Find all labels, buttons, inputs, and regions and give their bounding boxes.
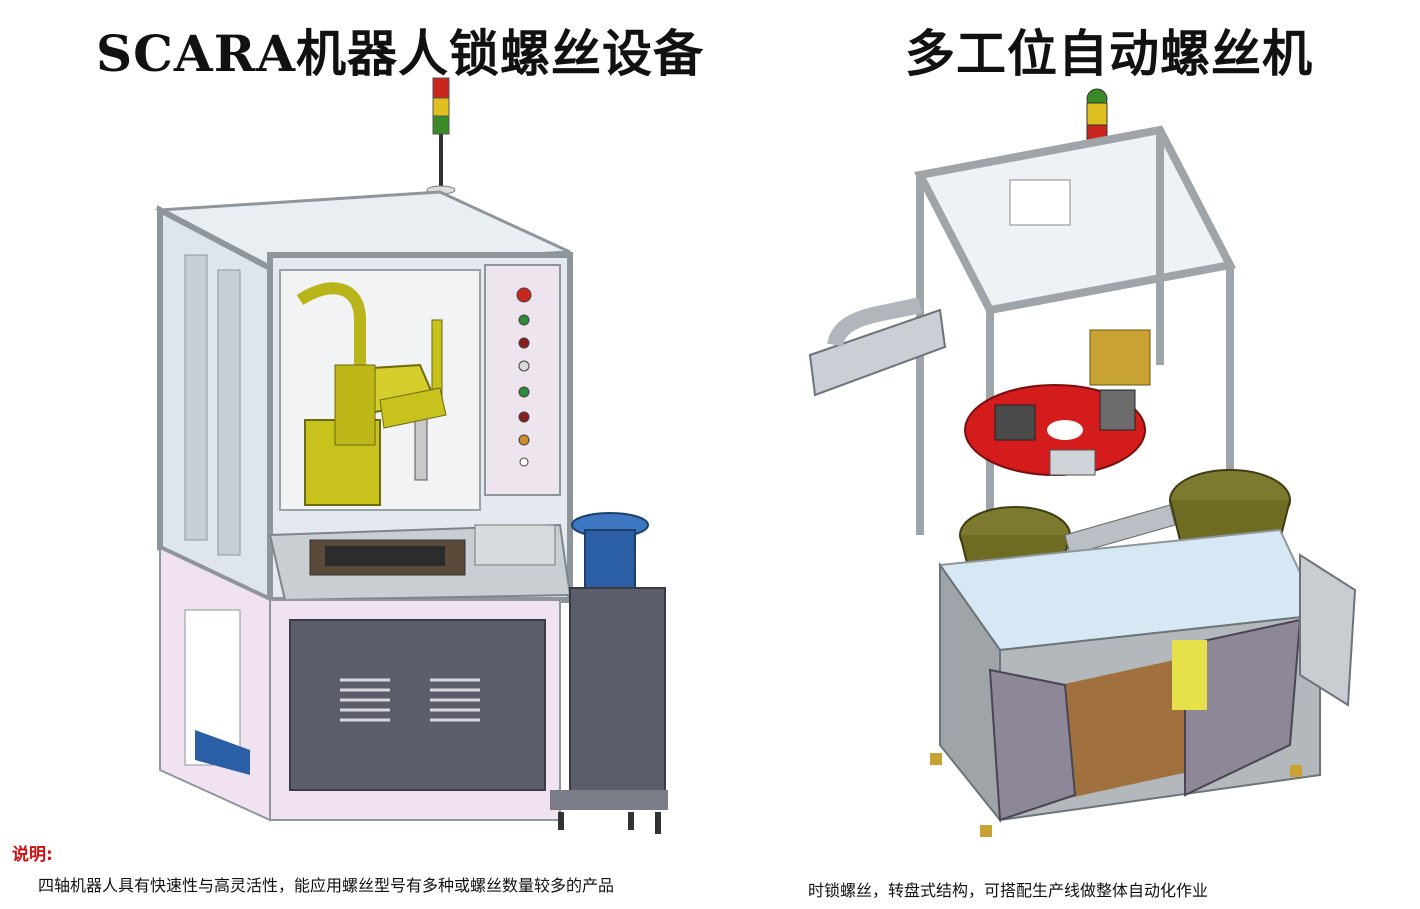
- transfer-arm: [808, 297, 947, 397]
- right-machine-description: 时锁螺丝，转盘式结构，可搭配生产线做整体自动化作业: [808, 881, 1209, 900]
- left-machine-description: 四轴机器人具有快速性与高灵活性，能应用螺丝型号有多种或螺丝数量较多的产品: [38, 876, 615, 895]
- worktable: [268, 523, 572, 602]
- notes-label: 说明:: [12, 845, 53, 865]
- tower-light: [426, 77, 456, 195]
- left-machine-title: SCARA机器人锁螺丝设备: [96, 24, 705, 83]
- base-cabinet: [930, 528, 1357, 837]
- base-cabinet: [159, 546, 561, 822]
- scara-machine-illustration: [154, 77, 668, 834]
- right-machine-title: 多工位自动螺丝机: [905, 24, 1313, 83]
- scara-robot: [296, 282, 447, 506]
- turntable: [964, 329, 1151, 476]
- hmi-panel: [1009, 179, 1071, 226]
- screw-feeder: [550, 512, 668, 834]
- control-panel: [484, 264, 561, 496]
- multi-station-machine-illustration: [808, 88, 1357, 837]
